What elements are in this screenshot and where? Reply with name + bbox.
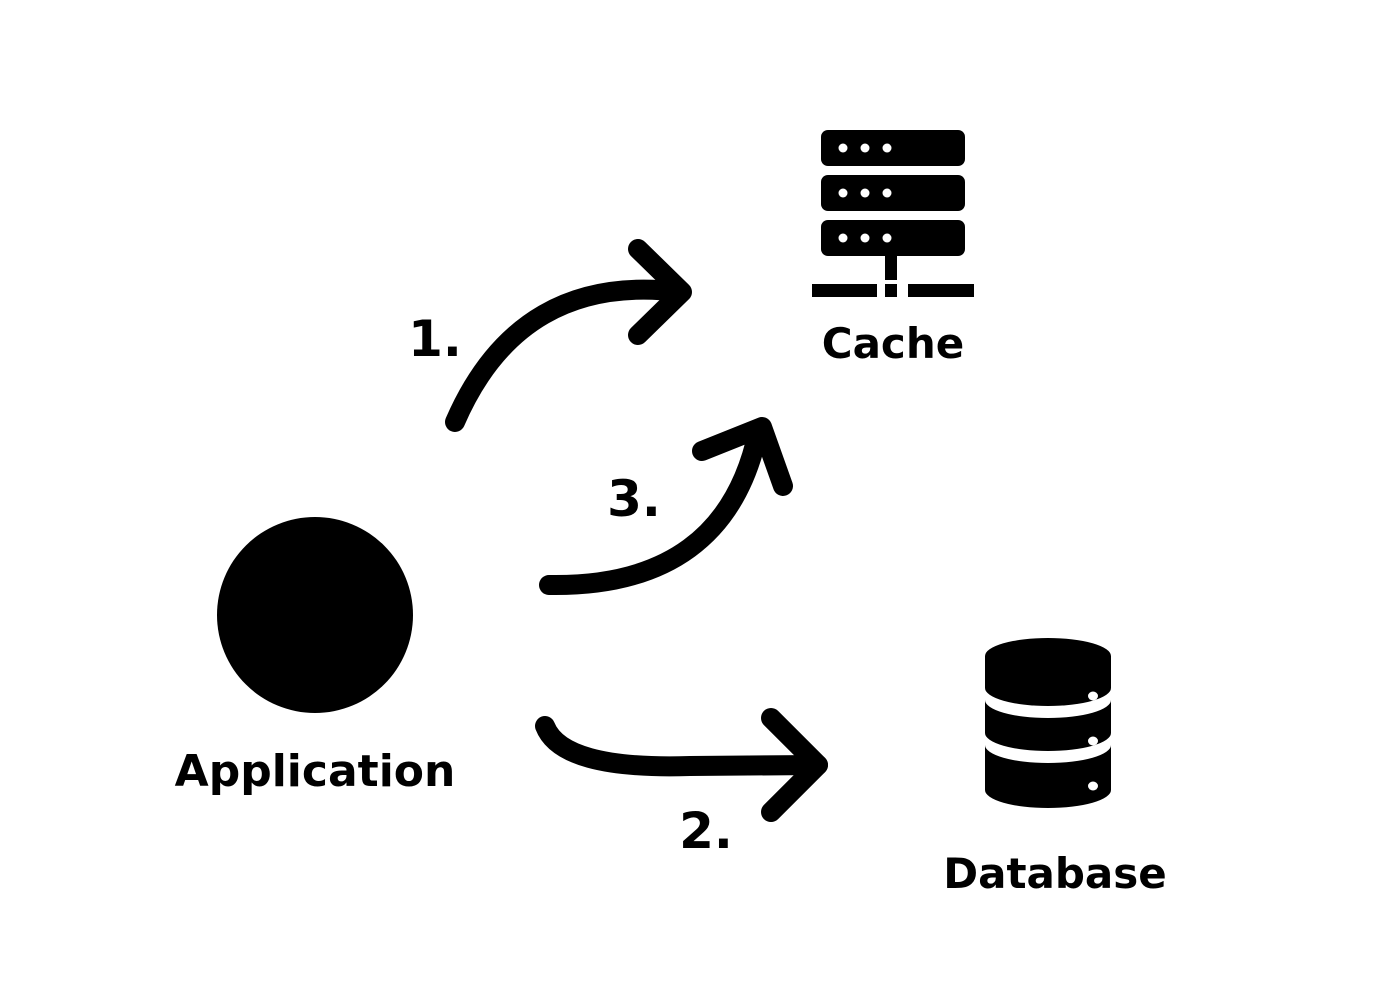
application-node: Application [175, 517, 456, 797]
arrow-2-head-icon [761, 708, 828, 822]
server-icon [812, 130, 974, 297]
edge-1: 1. [408, 239, 692, 432]
edge-2-label: 2. [679, 802, 733, 860]
arrow-2-shaft [535, 716, 828, 777]
database-label: Database [943, 849, 1167, 898]
edge-3-label: 3. [607, 470, 661, 528]
arrow-1-head-icon [628, 239, 692, 345]
edge-1-label: 1. [408, 310, 462, 368]
edge-2: 2. [535, 708, 828, 860]
database-icon [985, 638, 1111, 808]
application-label: Application [175, 746, 456, 797]
cache-node: Cache [812, 130, 974, 368]
cache-label: Cache [822, 319, 964, 368]
arrow-3-head-icon [692, 417, 793, 496]
database-node: Database [943, 638, 1167, 898]
application-circle-icon [217, 517, 413, 713]
arrow-3-shaft [539, 422, 768, 596]
edge-3: 3. [539, 417, 793, 596]
arrow-1-shaft [445, 279, 690, 432]
